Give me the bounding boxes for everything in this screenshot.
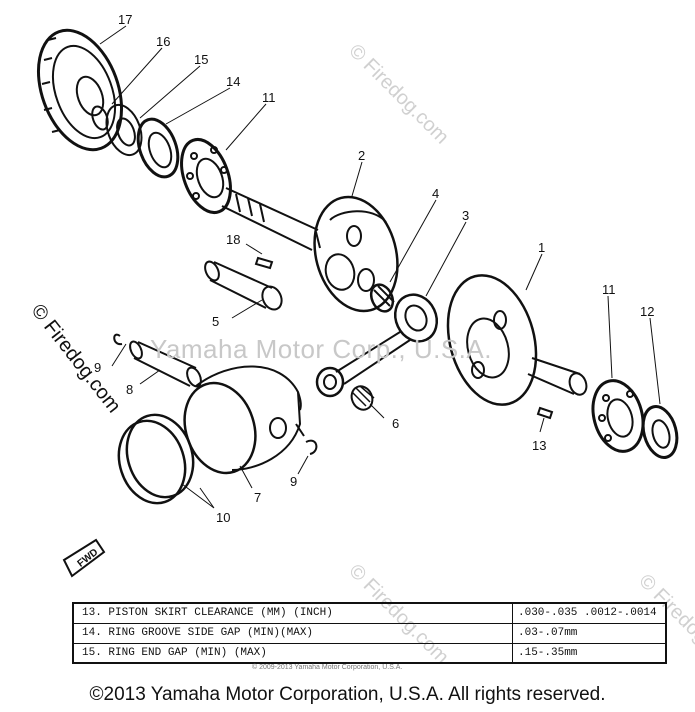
- callout-17: 17: [118, 12, 132, 27]
- copyright-notice: ©2013 Yamaha Motor Corporation, U.S.A. A…: [89, 684, 606, 705]
- callout-15: 15: [194, 52, 208, 67]
- part-1-crank-half-right: [446, 274, 588, 406]
- part-9-clip-left: [113, 333, 123, 346]
- spec-table: 13. PISTON SKIRT CLEARANCE (MM) (INCH) .…: [72, 602, 667, 664]
- fwd-direction-badge: FWD: [62, 538, 106, 578]
- spec-value: .03-.07mm: [518, 627, 578, 639]
- callout-3: 3: [462, 208, 469, 223]
- callout-14: 14: [226, 74, 240, 89]
- part-5-crank-pin: [204, 260, 283, 311]
- part-3-connecting-rod: [315, 293, 439, 398]
- spec-row-divider: [74, 643, 665, 644]
- part-8-piston-pin: [129, 340, 202, 388]
- callout-13: 13: [532, 438, 546, 453]
- callout-4: 4: [432, 186, 439, 201]
- callout-11-left: 11: [262, 90, 276, 105]
- callout-10: 10: [216, 510, 230, 525]
- small-copyright: © 2009-2013 Yamaha Motor Corporation, U.…: [252, 664, 403, 671]
- callout-7: 7: [254, 490, 261, 505]
- part-11-bearing-left: [180, 138, 232, 214]
- part-6-small-end-bearing: [350, 385, 375, 411]
- part-18-key: [254, 256, 274, 270]
- spec-value: .030-.035 .0012-.0014: [518, 607, 657, 619]
- part-15-bearing: [105, 103, 143, 157]
- part-4-needle-bearing: [369, 283, 395, 313]
- callout-9-right: 9: [290, 474, 297, 489]
- callout-16: 16: [156, 34, 170, 49]
- part-12-seal: [641, 405, 679, 459]
- spec-label: 14. RING GROOVE SIDE GAP (MIN)(MAX): [82, 627, 314, 639]
- callout-6: 6: [392, 416, 399, 431]
- callout-2: 2: [358, 148, 365, 163]
- part-13-key: [536, 406, 554, 420]
- part-9-clip-right: [305, 439, 318, 455]
- callout-8: 8: [126, 382, 133, 397]
- spec-row-13: 13. PISTON SKIRT CLEARANCE (MM) (INCH) .…: [74, 604, 665, 623]
- spec-label: 15. RING END GAP (MIN) (MAX): [82, 647, 267, 659]
- callout-18: 18: [226, 232, 240, 247]
- callout-1: 1: [538, 240, 545, 255]
- spec-value: .15-.35mm: [518, 647, 578, 659]
- callout-5: 5: [212, 314, 219, 329]
- watermark-main: Yamaha Motor Corp., U.S.A.: [150, 334, 492, 364]
- spec-row-14: 14. RING GROOVE SIDE GAP (MIN)(MAX) .03-…: [74, 624, 665, 643]
- callout-11-right: 11: [602, 282, 616, 297]
- callout-9-left: 9: [94, 360, 101, 375]
- spec-row-15: 15. RING END GAP (MIN) (MAX) .15-.35mm: [74, 644, 665, 663]
- part-17-flywheel: [36, 28, 124, 152]
- part-10-piston-rings: [117, 413, 195, 505]
- callout-12: 12: [640, 304, 654, 319]
- part-11-bearing-right: [591, 379, 645, 453]
- engine-crankshaft-diagram: FWD 17 16 15 14 11 2 4 3 1 18 5 11 12 9 …: [36, 12, 679, 578]
- leader-lines: [99, 25, 661, 509]
- spec-row-divider: [74, 623, 665, 624]
- part-2-crank-half-left: [221, 187, 399, 313]
- part-14-seal: [136, 117, 180, 179]
- spec-column-divider: [512, 604, 513, 662]
- spec-label: 13. PISTON SKIRT CLEARANCE (MM) (INCH): [82, 607, 333, 619]
